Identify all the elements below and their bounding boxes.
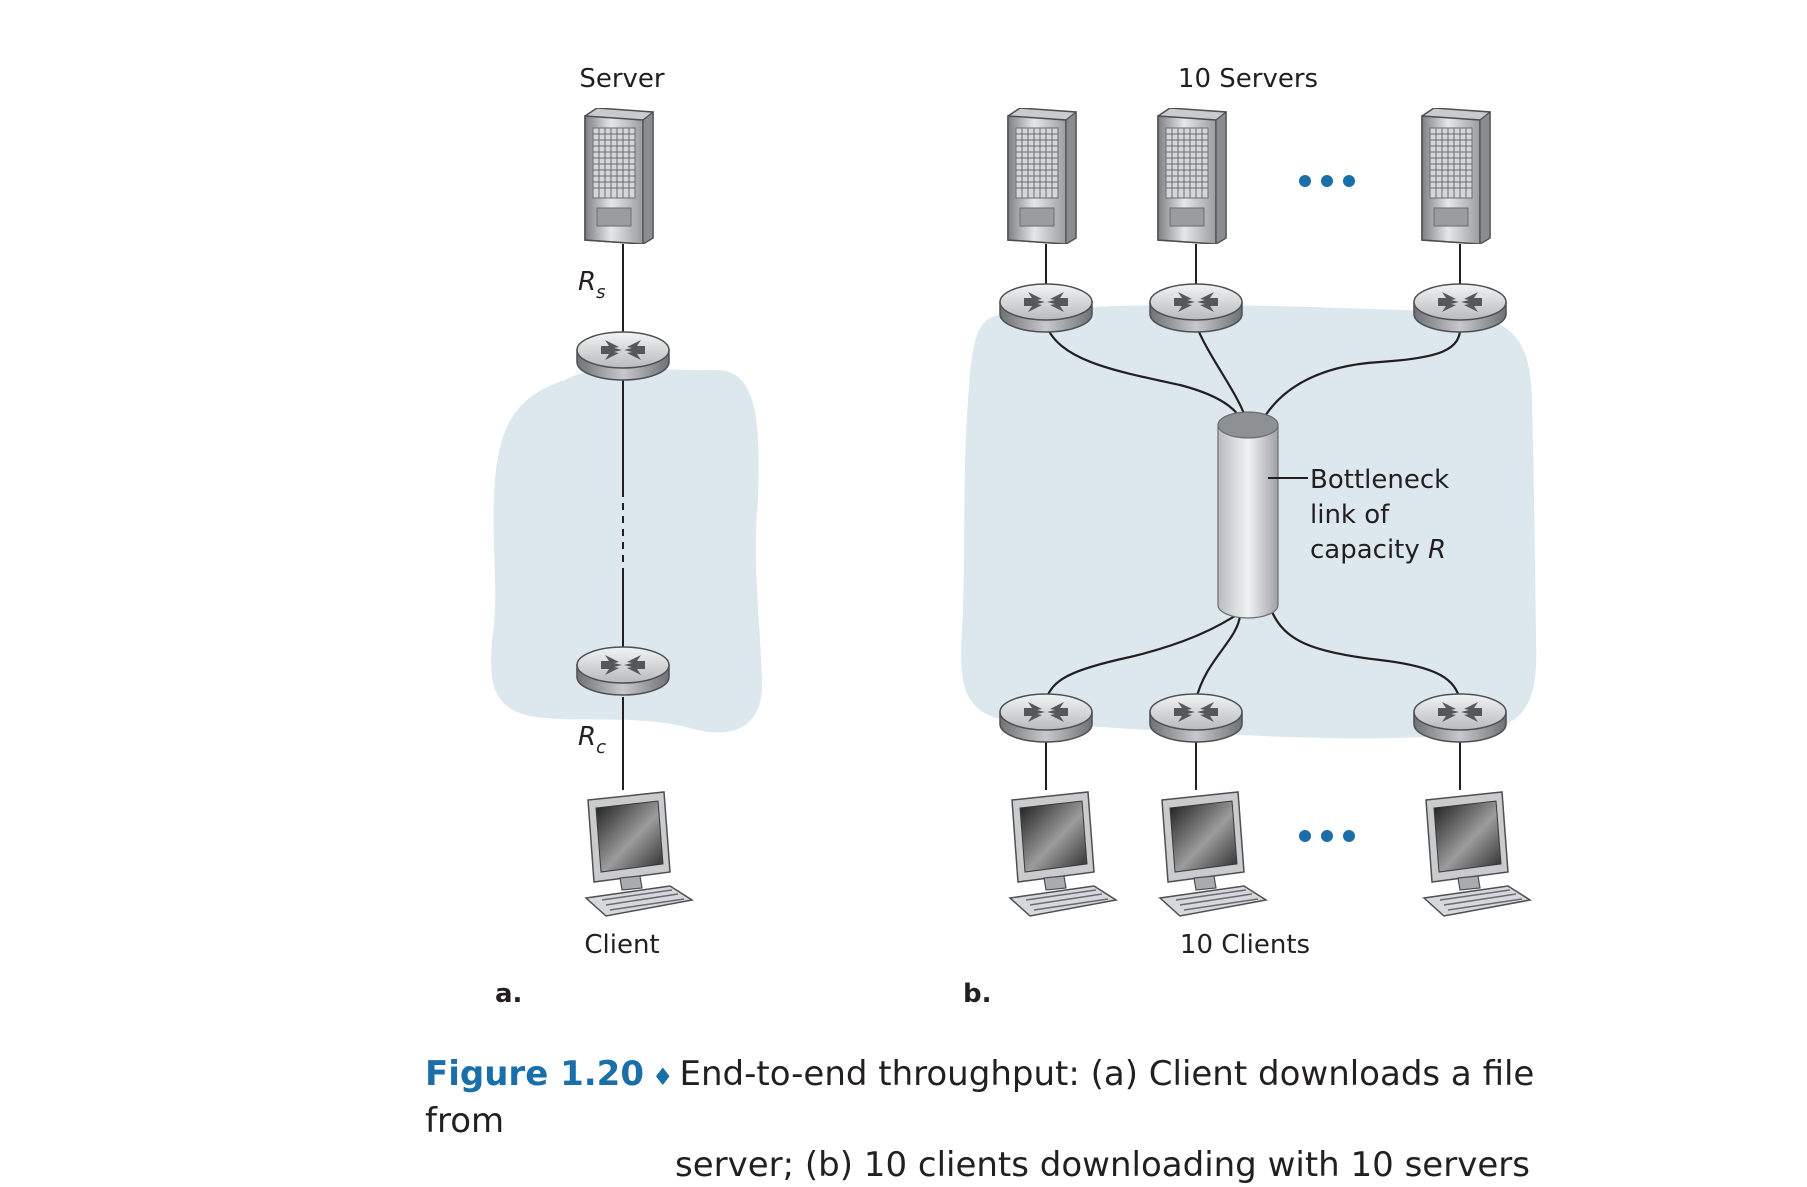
panel-b: 10 Servers [963,64,1531,1009]
panel-a: Server Rs Rc Client a. [495,64,693,1009]
client-computer-icon [1159,791,1267,917]
router-icon [1413,693,1507,743]
figure-caption: Figure 1.20♦End-to-end throughput: (a) C… [425,1052,1545,1187]
client-computer-icon [1009,791,1117,917]
client-computer-icon [1423,791,1531,917]
bottleneck-label-line3: capacity R [1310,535,1446,565]
server-label: Server [579,64,665,94]
router-icon [1149,693,1243,743]
client-label: Client [584,930,659,960]
bottleneck-label-line2: link of [1310,500,1390,530]
client-computer-icon [585,791,693,917]
servers-10-label: 10 Servers [1178,64,1318,94]
ellipsis-dots-bottom [1299,830,1355,842]
clients-10-label: 10 Clients [1180,930,1310,960]
figure-number: Figure 1.20 [425,1054,644,1094]
panel-a-label: a. [495,979,522,1009]
router-icon [1149,283,1243,333]
throughput-diagram: Server Rs Rc Client a. 10 Servers [491,64,1537,1009]
bottleneck-label-line1: Bottleneck [1310,465,1449,495]
network-cloud-a [491,368,763,733]
rc-label: Rc [578,722,606,758]
router-icon [999,283,1093,333]
bottleneck-link [1217,411,1279,619]
caption-line1: End-to-end throughput: (a) Client downlo… [425,1054,1535,1141]
router-icon [1413,283,1507,333]
panel-b-label: b. [963,979,992,1009]
ellipsis-dots-top [1299,175,1355,187]
caption-line2: server; (b) 10 clients downloading with … [675,1145,1530,1185]
rs-label: Rs [578,267,605,303]
server-icon [1421,108,1491,244]
router-icon [576,646,670,696]
server-icon [584,108,654,244]
server-icon [1157,108,1227,244]
router-icon [999,693,1093,743]
router-icon [576,331,670,381]
diamond-icon: ♦ [651,1063,674,1091]
server-icon [1007,108,1077,244]
